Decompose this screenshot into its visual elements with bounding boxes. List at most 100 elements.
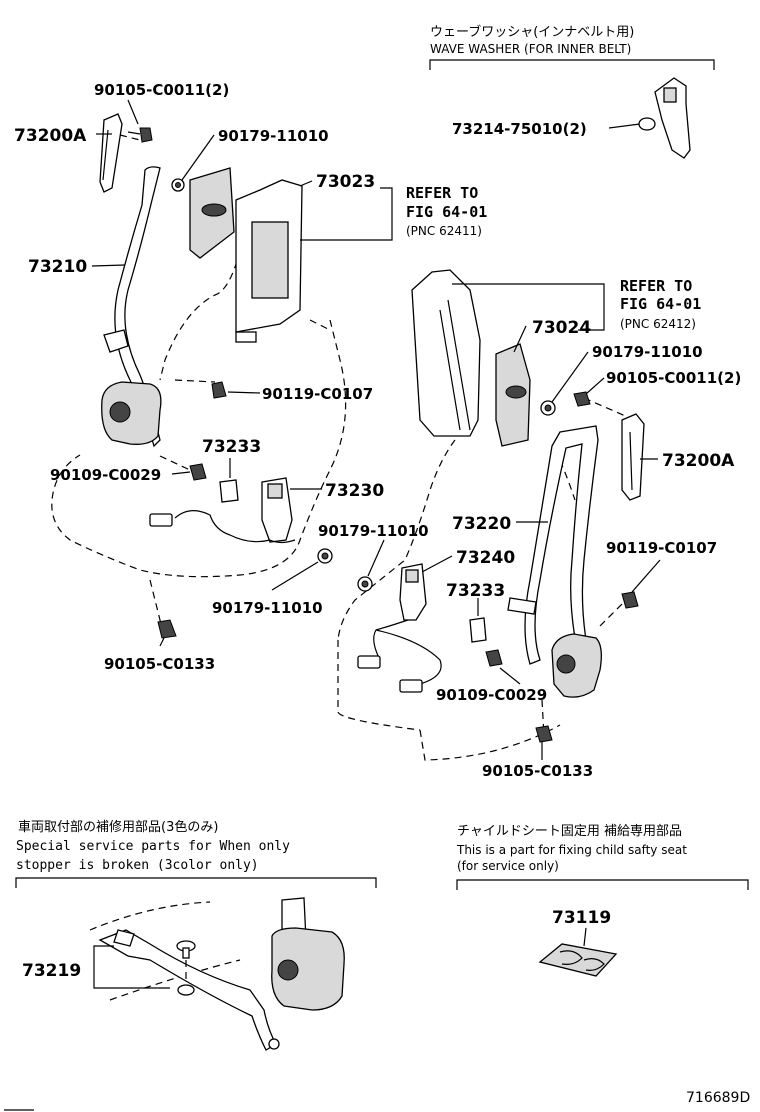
- right-tongue-icon: [507, 597, 537, 615]
- figure-id: 716689D: [686, 1090, 750, 1106]
- child-en-note-line1: This is a part for fixing child safty se…: [456, 843, 687, 857]
- left-bolt-dash: [149, 579, 163, 629]
- leader-73024: [513, 325, 527, 353]
- part-label-73230[interactable]: 73230: [325, 481, 384, 501]
- part-label-90179-11010-left-bottom[interactable]: 90179-11010: [212, 599, 323, 617]
- pillar-trim-73024-ribs: [439, 299, 471, 431]
- bolt-90119-c0107-right-icon: [621, 591, 639, 609]
- stopper-73233-right-icon: [469, 617, 487, 643]
- trim-hole-right-icon: [505, 385, 527, 399]
- trim-hole-icon: [201, 203, 227, 217]
- bolt-90105-c0133-left-icon: [157, 619, 177, 639]
- left-seatbelt-assembly: 90105-C0011(2) 73200A 90179-11010 73023 …: [14, 81, 487, 673]
- leader-73214: [608, 123, 641, 129]
- refer-2-pnc: (PNC 62412): [620, 317, 696, 331]
- left-anchor-dash: [174, 379, 216, 383]
- repair-stopper-upper-icon: [176, 940, 196, 959]
- buckle-73240-wire: [373, 619, 442, 685]
- child-seat-section: チャイルドシート固定用 補給専用部品 This is a part for fi…: [456, 824, 749, 977]
- left-retractor-spool-icon: [109, 401, 131, 423]
- part-label-90105-c0133-left[interactable]: 90105-C0133: [104, 655, 215, 673]
- left-top-dash: [119, 134, 141, 141]
- wave-washer-section: ウェーブワッシャ(インナベルト用) WAVE WASHER (FOR INNER…: [429, 24, 715, 159]
- refer-1-pnc: (PNC 62411): [406, 224, 482, 238]
- child-seat-plate-slots: [559, 950, 605, 971]
- part-label-73240[interactable]: 73240: [456, 548, 515, 568]
- leader-90179-mid: [367, 539, 385, 577]
- leader-73023: [299, 180, 313, 187]
- child-jp-note: チャイルドシート固定用 補給専用部品: [457, 824, 682, 839]
- refer-1-line1[interactable]: REFER TO: [406, 184, 478, 202]
- part-label-73200a-left[interactable]: 73200A: [14, 126, 87, 146]
- left-retractor-icon: [101, 381, 162, 445]
- leader-90105-c0011-right: [585, 377, 605, 395]
- part-label-90179-11010-mid[interactable]: 90179-11010: [318, 522, 429, 540]
- part-label-73233-right[interactable]: 73233: [446, 581, 505, 601]
- refer-2-line2[interactable]: FIG 64-01: [620, 295, 701, 313]
- nut-90179-11010-top-icon: [171, 178, 185, 192]
- part-label-90119-c0107-left[interactable]: 90119-C0107: [262, 385, 373, 403]
- right-retractor-spool-icon: [556, 654, 576, 674]
- bolt-90105-c0011-right-icon: [573, 391, 591, 407]
- right-retractor-icon: [551, 633, 602, 698]
- nut-90179-11010-mid-icon: [357, 576, 373, 592]
- repair-anchor-icon: [268, 1038, 280, 1050]
- part-label-73023[interactable]: 73023: [316, 172, 375, 192]
- right-belt-webbing-icon: [524, 425, 599, 665]
- part-label-90179-11010-top[interactable]: 90179-11010: [218, 127, 329, 145]
- buckle-73240-connector-a-icon: [357, 655, 381, 669]
- repair-stopper-lower-icon: [177, 960, 195, 996]
- bolt-90109-c0029-right-icon: [485, 649, 503, 667]
- bolt-90119-c0107-left-icon: [211, 381, 227, 399]
- part-label-73214-75010[interactable]: 73214-75010(2): [452, 120, 587, 138]
- buckle-73230-latch-icon: [267, 483, 283, 499]
- part-label-90179-11010-right[interactable]: 90179-11010: [592, 343, 703, 361]
- child-bracket: [456, 879, 749, 890]
- part-label-90109-c0029-left[interactable]: 90109-C0029: [50, 466, 161, 484]
- refer-1-line2[interactable]: FIG 64-01: [406, 203, 487, 221]
- part-label-90109-c0029-right[interactable]: 90109-C0029: [436, 686, 547, 704]
- leader-90179-top: [181, 134, 215, 181]
- left-tongue-icon: [103, 329, 129, 353]
- repair-clip-icon: [113, 929, 135, 947]
- wave-washer-jp-note: ウェーブワッシャ(インナベルト用): [430, 24, 634, 40]
- part-label-73233-left[interactable]: 73233: [202, 437, 261, 457]
- buckle-73230-connector-icon: [149, 513, 173, 527]
- part-label-73024[interactable]: 73024: [532, 318, 591, 338]
- pillar-trim-clip-icon: [235, 331, 257, 343]
- bolt-90105-c0011-left-icon: [127, 127, 153, 143]
- part-label-73200a-right[interactable]: 73200A: [662, 451, 735, 471]
- part-label-73119[interactable]: 73119: [552, 908, 611, 928]
- leader-73210: [91, 264, 126, 267]
- repair-parts-section: 車両取付部の補修用部品(3色のみ) Special service parts …: [15, 819, 377, 1051]
- part-label-90105-c0011-left[interactable]: 90105-C0011(2): [94, 81, 229, 99]
- part-label-90105-c0011-right[interactable]: 90105-C0011(2): [606, 369, 741, 387]
- part-label-73210[interactable]: 73210: [28, 257, 87, 277]
- child-seat-plate-icon: [538, 943, 618, 977]
- leader-73219: [93, 945, 170, 989]
- leader-90109-right: [499, 667, 521, 685]
- part-label-73219[interactable]: 73219: [22, 961, 81, 981]
- repair-jp-note: 車両取付部の補修用部品(3色のみ): [18, 819, 218, 835]
- leader-90119-left: [227, 391, 261, 394]
- height-adjuster-right-icon: [621, 413, 645, 501]
- part-label-90119-c0107-right[interactable]: 90119-C0107: [606, 539, 717, 557]
- leader-90119-right: [631, 559, 661, 593]
- repair-retractor-spool-icon: [277, 959, 299, 981]
- repair-bracket: [15, 877, 377, 888]
- part-label-73220[interactable]: 73220: [452, 514, 511, 534]
- buckle-73240-latch-icon: [405, 569, 419, 583]
- left-seat-outline: [51, 242, 347, 578]
- nut-90179-11010-right-icon: [540, 400, 556, 416]
- leader-90179-left-bottom: [271, 561, 319, 591]
- leader-73119: [583, 927, 587, 947]
- repair-retractor-icon: [271, 927, 345, 1011]
- part-label-90105-c0133-right[interactable]: 90105-C0133: [482, 762, 593, 780]
- refer-2-line1[interactable]: REFER TO: [620, 277, 692, 295]
- leader-73240: [421, 555, 453, 573]
- pillar-trim-73023-panel: [251, 221, 289, 299]
- leader-90109-left: [171, 471, 191, 475]
- refer-bracket-1: [300, 187, 393, 241]
- adjuster-rail-left: [102, 129, 109, 181]
